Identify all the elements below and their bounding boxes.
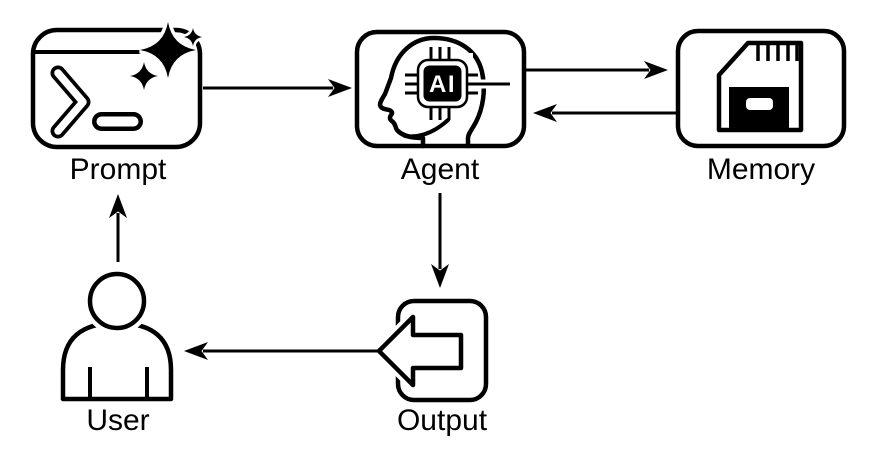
export-arrow-outline <box>376 314 464 388</box>
export-arrow-halo <box>373 311 467 391</box>
sparkle-small-icon <box>129 61 159 91</box>
sd-card-slot <box>746 98 773 110</box>
output-label: Output <box>396 404 488 437</box>
ai-chip: AI <box>405 47 510 120</box>
sparkle-large-icon <box>139 21 197 79</box>
terminal-window <box>30 27 203 150</box>
memory-box <box>675 28 847 149</box>
user-label: User <box>86 404 150 437</box>
chip-pins <box>405 47 510 120</box>
person-head-outline <box>87 271 147 331</box>
head-profile <box>377 35 486 149</box>
sd-card-pins <box>756 44 799 61</box>
agent-box <box>354 29 527 149</box>
arrow-agent-to-output <box>431 193 449 288</box>
terminal-sparkle-icon <box>30 21 203 150</box>
sparkle-tiny-icon <box>183 27 203 47</box>
jaw-line <box>403 118 450 139</box>
prompt-label: Prompt <box>69 153 167 186</box>
arrow-memory-to-agent <box>533 104 678 122</box>
person-icon <box>60 267 174 402</box>
sd-card-outline <box>716 40 804 133</box>
person-arms <box>88 367 149 397</box>
sd-card-icon <box>675 28 847 149</box>
head-ai-chip-icon: AI <box>354 29 527 149</box>
arrow-output-to-user <box>184 342 380 360</box>
chip-label: AI <box>429 71 456 98</box>
memory-label: Memory <box>706 153 816 186</box>
arrow-prompt-to-agent <box>203 79 352 97</box>
arrow-user-to-prompt <box>109 194 127 262</box>
agent-label: Agent <box>400 153 480 186</box>
arrow-agent-to-memory <box>526 61 668 79</box>
chevron-prompt-glyph-inner <box>54 69 87 135</box>
export-arrow-icon <box>373 298 489 403</box>
